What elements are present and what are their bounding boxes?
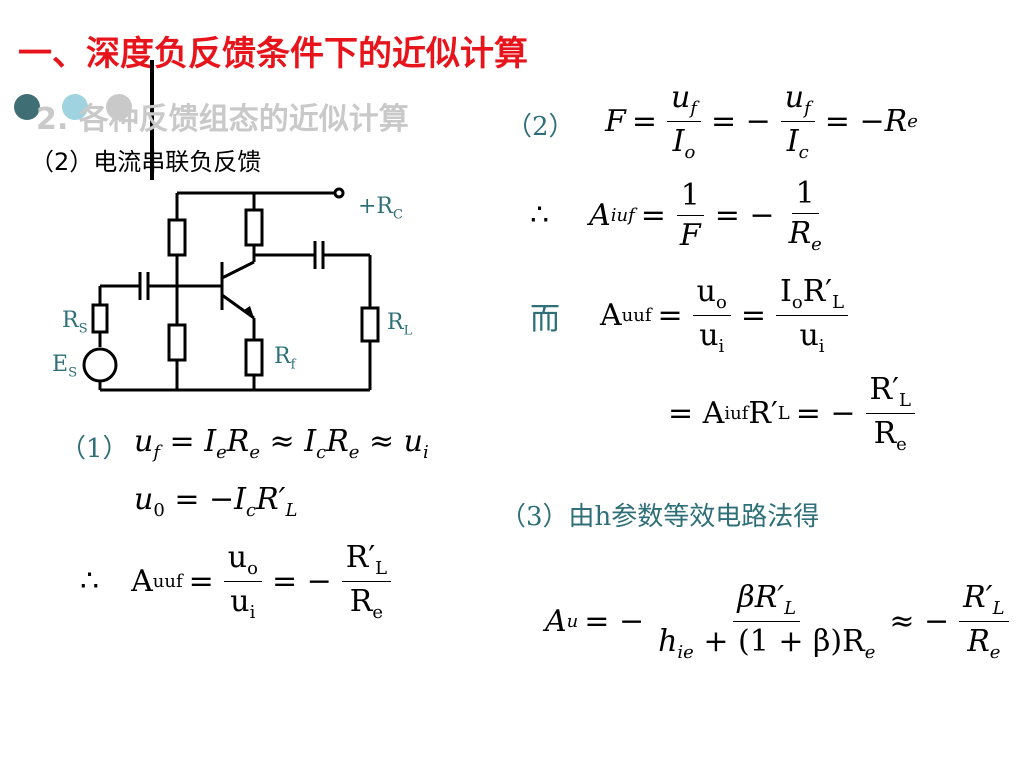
label-rl: RL bbox=[387, 310, 413, 339]
eq1-line2: u0 = −IcR′L bbox=[134, 482, 298, 521]
label-rf: Rf bbox=[274, 344, 296, 373]
label-rc: +RC bbox=[358, 194, 404, 223]
divider-line bbox=[150, 60, 154, 180]
page-title: 一、深度负反馈条件下的近似计算 bbox=[18, 34, 528, 74]
circuit-diagram bbox=[82, 187, 380, 392]
bullet-dot-gray bbox=[106, 94, 132, 120]
subsection-heading: （2）电流串联负反馈 bbox=[30, 148, 262, 176]
bullet-dot-light bbox=[62, 94, 88, 120]
eq1-label: （1） bbox=[60, 434, 129, 464]
bullet-dot-dark bbox=[14, 94, 40, 120]
eq3-label: （3）由h参数等效电路法得 bbox=[500, 502, 820, 532]
section-subtitle: 2. 各种反馈组态的近似计算 bbox=[36, 102, 409, 137]
label-rs: RS bbox=[62, 308, 88, 337]
label-es: ES bbox=[52, 352, 78, 381]
eq1-line1: uf = IeRe ≈ IcRe ≈ ui bbox=[134, 424, 429, 463]
eq2-label: （2） bbox=[506, 112, 575, 142]
